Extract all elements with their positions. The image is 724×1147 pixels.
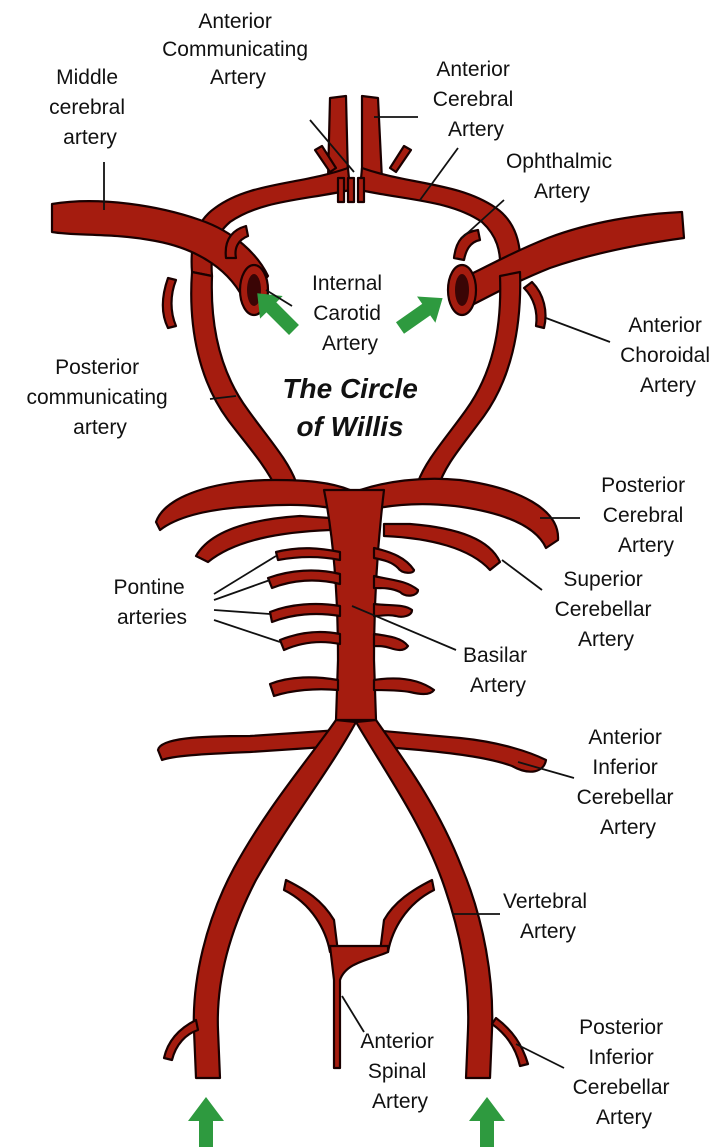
pontine-artery-left-1 <box>276 548 340 560</box>
basilar-side-branch-left <box>270 677 338 696</box>
posterior-inferior-cerebellar-right <box>492 1018 528 1066</box>
anterior-spinal-branch-left <box>284 880 338 952</box>
label-anterior-choroidal: Anterior Choroidal Artery <box>620 314 716 397</box>
vertebral-artery-right <box>356 720 492 1078</box>
pontine-artery-left-2 <box>268 571 340 588</box>
label-anterior-inferior-cerebellar: Anterior Inferior Cerebellar Artery <box>577 726 680 839</box>
anterior-spinal-branch-right <box>380 880 434 952</box>
arrow-right-carotid <box>391 285 452 341</box>
label-pontine: Pontine arteries <box>113 576 190 629</box>
leader-anterior-choroidal <box>546 318 610 342</box>
anterior-cerebral-right-twig <box>390 146 411 172</box>
diagram-title: The Circle of Willis <box>282 373 425 442</box>
anterior-communicating-stripe-3 <box>358 178 364 202</box>
label-anterior-communicating: Anterior Communicating Artery <box>162 10 314 89</box>
pontine-artery-left-3 <box>270 604 340 622</box>
label-middle-cerebral: Middle cerebral artery <box>49 66 131 149</box>
leader-anterior-spinal <box>342 996 364 1032</box>
label-posterior-cerebral: Posterior Cerebral Artery <box>601 474 691 557</box>
label-posterior-communicating: Posterior communicating artery <box>26 356 173 439</box>
label-basilar: Basilar Artery <box>463 644 533 697</box>
pontine-artery-left-4 <box>280 632 340 650</box>
arrow-right-vertebral <box>469 1097 505 1147</box>
pontine-artery-right-2 <box>374 576 418 596</box>
anterior-communicating-stripe-2 <box>348 178 354 202</box>
anterior-communicating-stripe-1 <box>338 178 344 202</box>
pontine-artery-right-3 <box>374 604 412 617</box>
vertebral-artery-left <box>194 720 356 1078</box>
anterior-choroidal-right <box>524 282 546 328</box>
leader-pontine-4 <box>214 620 280 642</box>
label-vertebral: Vertebral Artery <box>503 890 593 943</box>
label-anterior-cerebral: Anterior Cerebral Artery <box>433 58 519 141</box>
leader-pontine-3 <box>214 610 270 614</box>
label-internal-carotid: Internal Carotid Artery <box>312 272 388 355</box>
arrow-left-vertebral <box>188 1097 224 1147</box>
posterior-inferior-cerebellar-left <box>164 1020 198 1060</box>
anterior-choroidal-left <box>163 278 176 328</box>
basilar-side-branch-right <box>374 678 434 694</box>
pontine-artery-right-4 <box>374 634 408 650</box>
leader-superior-cerebellar <box>502 560 542 590</box>
internal-carotid-right-lumen <box>455 274 469 306</box>
anterior-cerebral-right-trunk <box>362 96 382 180</box>
pontine-artery-right-1 <box>374 548 414 573</box>
label-posterior-inferior-cerebellar: Posterior Inferior Cerebellar Artery <box>573 1016 676 1129</box>
anterior-cerebral-right-arch <box>360 168 520 276</box>
label-anterior-spinal: Anterior Spinal Artery <box>360 1030 439 1113</box>
label-ophthalmic: Ophthalmic Artery <box>506 150 618 203</box>
leader-pontine-2 <box>214 580 270 600</box>
label-superior-cerebellar: Superior Cerebellar Artery <box>555 568 658 651</box>
